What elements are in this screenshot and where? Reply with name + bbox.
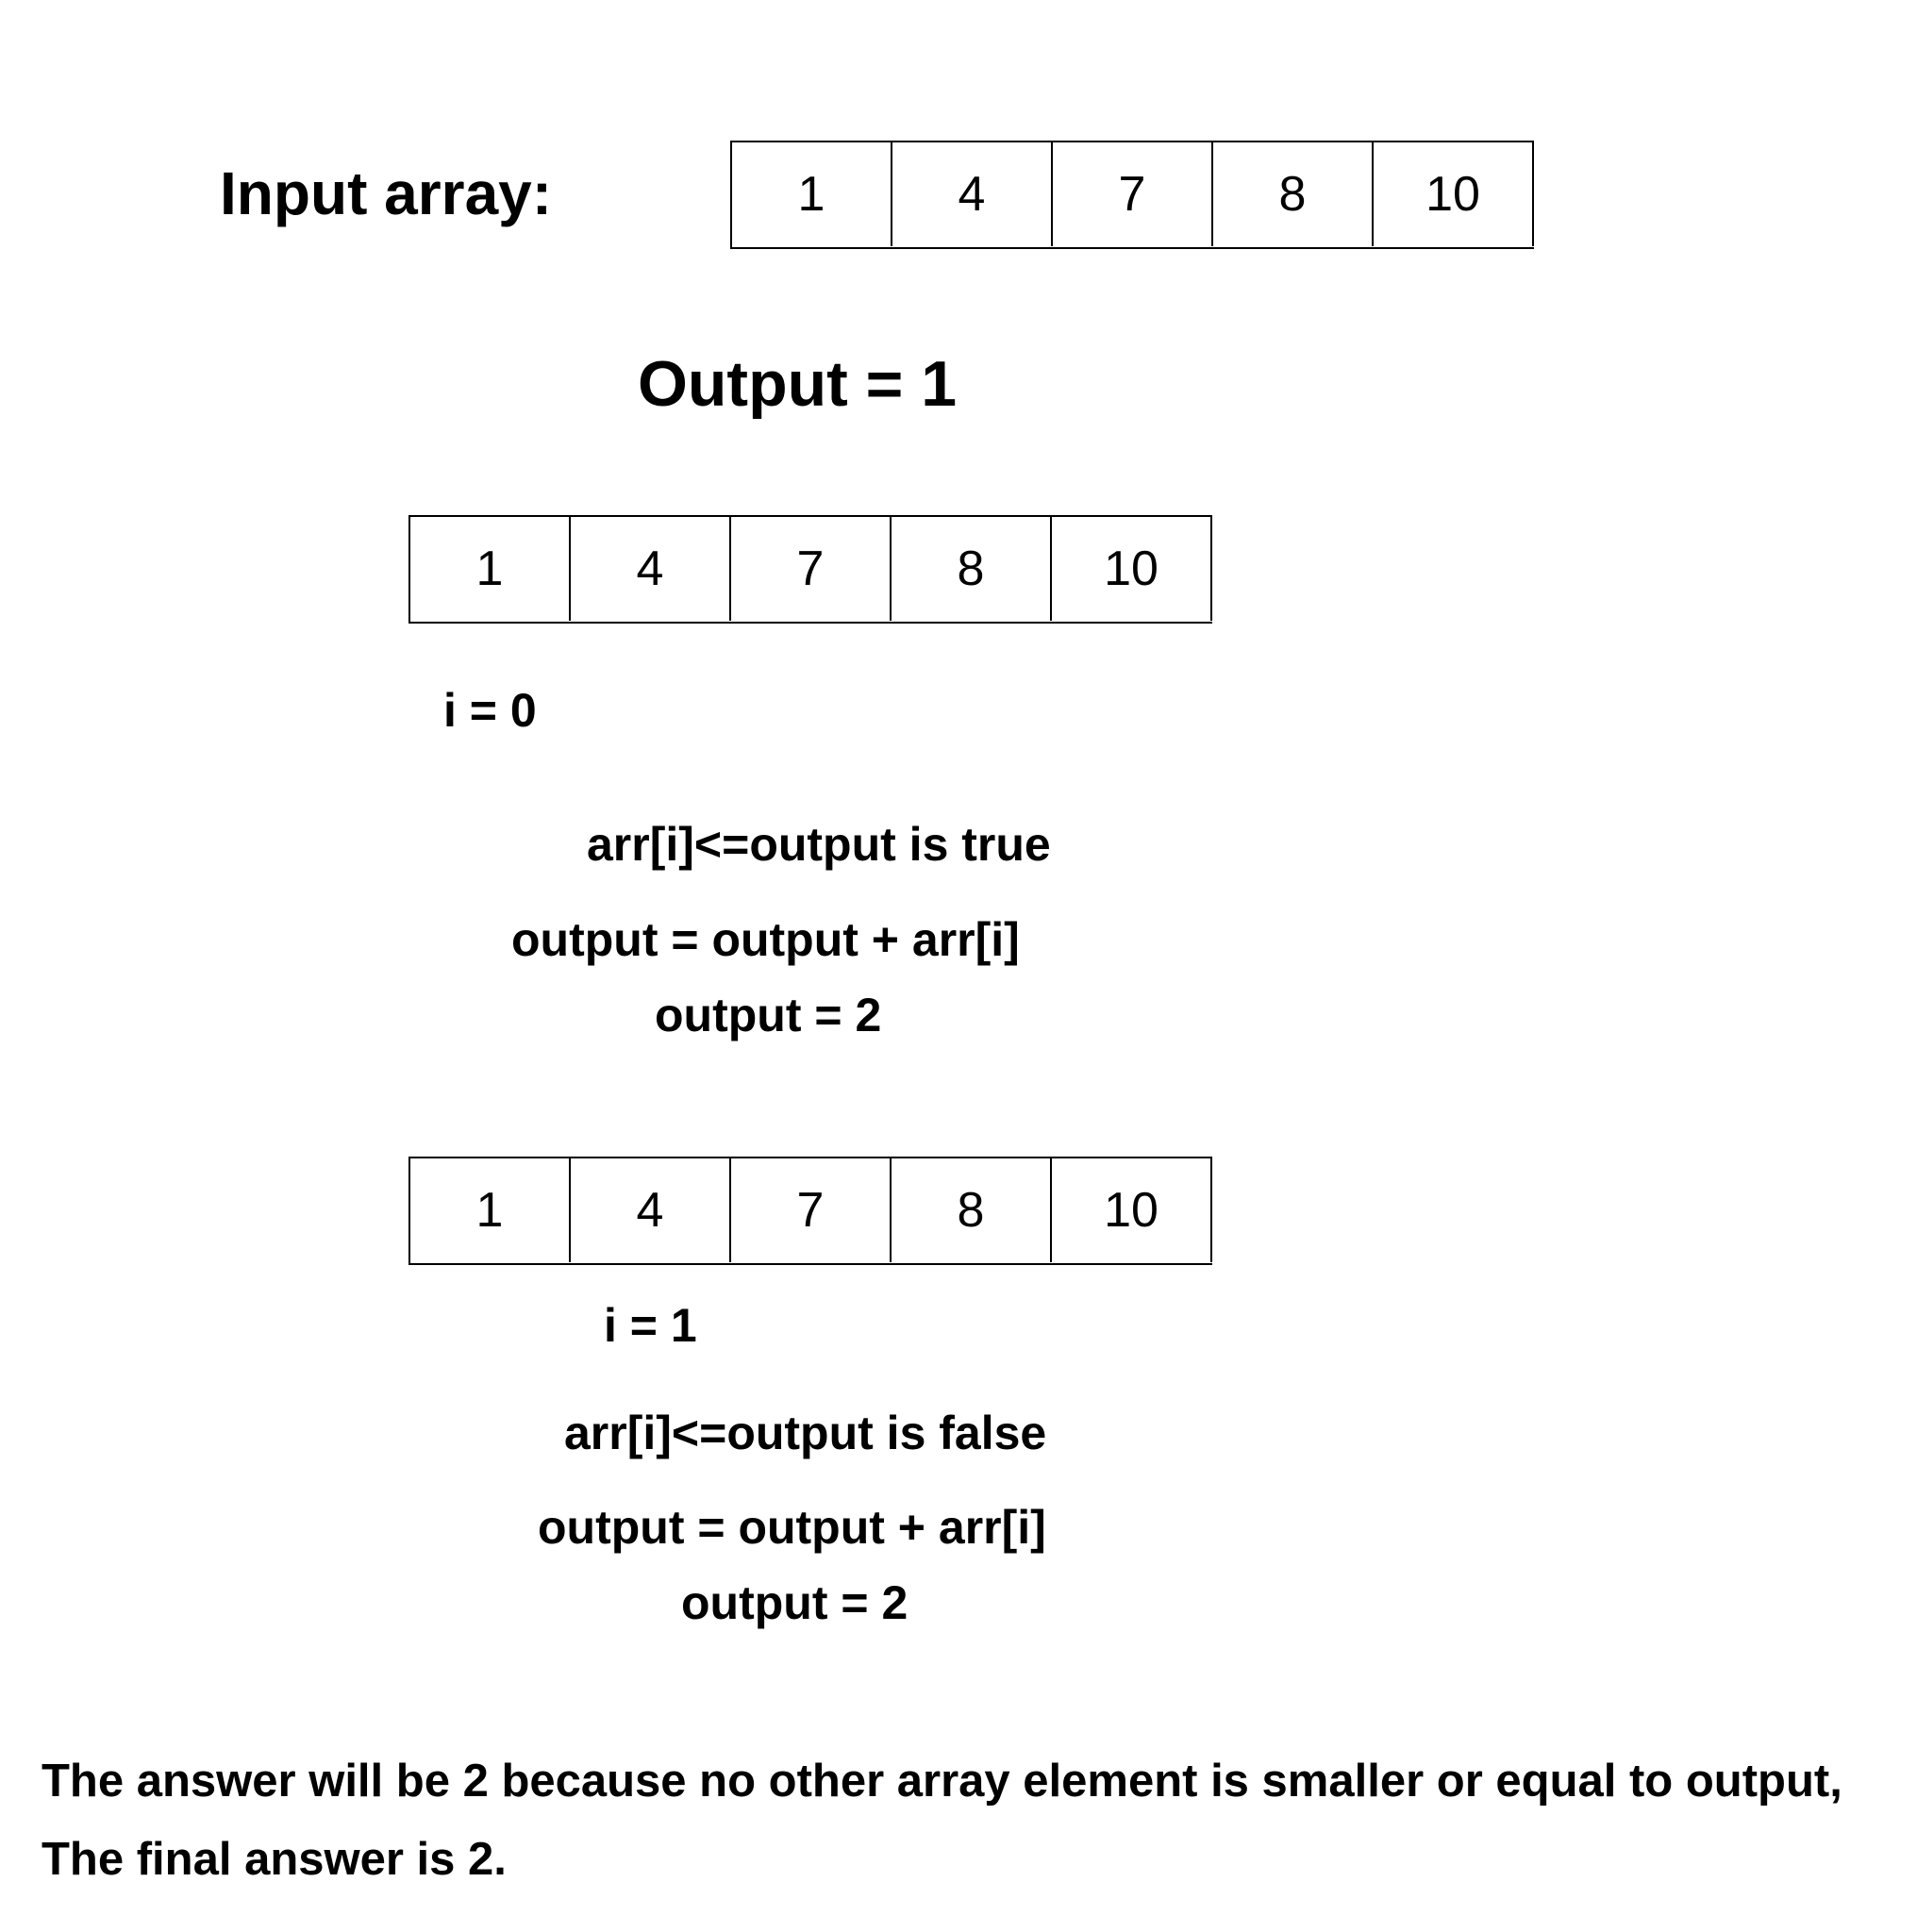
output-heading: Output = 1 bbox=[638, 348, 958, 420]
conclusion-line-1: The answer will be 2 because no other ar… bbox=[42, 1756, 1842, 1807]
array-cell: 4 bbox=[571, 517, 731, 621]
array-cell: 10 bbox=[1374, 142, 1534, 246]
array-cell: 8 bbox=[892, 1158, 1052, 1262]
input-array-label: Input array: bbox=[220, 159, 553, 227]
step1-condition: arr[i]<=output is true bbox=[587, 818, 1051, 871]
input-array: 1 4 7 8 10 bbox=[730, 141, 1534, 249]
step2-array: 1 4 7 8 10 bbox=[408, 1157, 1212, 1265]
step2-result: output = 2 bbox=[681, 1576, 908, 1629]
step1-result: output = 2 bbox=[655, 989, 882, 1041]
array-cell: 4 bbox=[892, 142, 1053, 246]
array-cell: 8 bbox=[1213, 142, 1374, 246]
array-cell: 1 bbox=[732, 142, 892, 246]
array-cell: 4 bbox=[571, 1158, 731, 1262]
step1-index: i = 0 bbox=[443, 684, 537, 737]
step1-formula: output = output + arr[i] bbox=[511, 913, 1020, 966]
array-cell: 7 bbox=[1053, 142, 1213, 246]
array-cell: 10 bbox=[1052, 517, 1212, 621]
array-cell: 1 bbox=[410, 517, 571, 621]
step2-index: i = 1 bbox=[604, 1299, 697, 1352]
array-cell: 7 bbox=[731, 1158, 892, 1262]
step2-condition: arr[i]<=output is false bbox=[564, 1407, 1047, 1459]
step1-array: 1 4 7 8 10 bbox=[408, 515, 1212, 624]
array-cell: 7 bbox=[731, 517, 892, 621]
array-cell: 1 bbox=[410, 1158, 571, 1262]
conclusion-line-2: The final answer is 2. bbox=[42, 1834, 507, 1885]
array-cell: 8 bbox=[892, 517, 1052, 621]
array-cell: 10 bbox=[1052, 1158, 1212, 1262]
step2-formula: output = output + arr[i] bbox=[538, 1501, 1046, 1554]
